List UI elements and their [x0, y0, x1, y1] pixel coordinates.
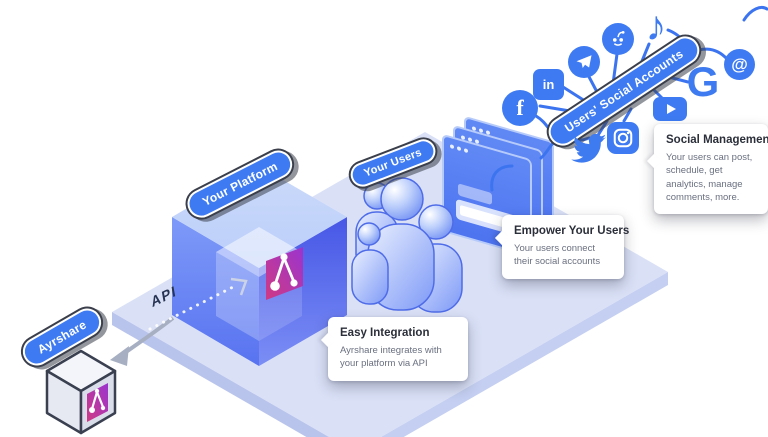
platform-cube	[148, 166, 347, 366]
google-icon: G	[686, 58, 720, 105]
card-body: Your users can post, schedule, get analy…	[666, 152, 753, 203]
card-body: Your users connect their social accounts	[514, 243, 601, 268]
youtube-icon	[653, 97, 687, 121]
reddit-face	[612, 31, 625, 46]
card-social-management: Social Management Your users can post, s…	[646, 124, 768, 215]
card-title: Empower Your Users	[514, 225, 630, 237]
twitter-bird	[571, 134, 607, 163]
facebook-icon: f	[502, 90, 538, 126]
instagram-icon	[607, 122, 639, 154]
threads-icon: @	[724, 49, 755, 80]
card-title: Social Management	[666, 134, 768, 146]
card-body: Ayrshare integrates with your platform v…	[340, 345, 442, 370]
dotted-api-arrow	[148, 277, 248, 331]
linkedin-icon: in	[533, 69, 564, 100]
card-easy-integration: Easy Integration Ayrshare integrates wit…	[320, 317, 468, 381]
card-title: Easy Integration	[340, 327, 430, 339]
twitter-icon	[570, 133, 608, 165]
telegram-icon	[568, 46, 600, 78]
reddit-icon	[602, 23, 634, 55]
person-front-left	[351, 222, 389, 305]
ayrshare-logo-panel	[266, 247, 303, 300]
ayrshare-cube	[45, 349, 117, 435]
paper-plane	[576, 55, 592, 68]
play-icon	[667, 104, 676, 114]
api-arrow	[110, 316, 175, 366]
card-empower-your-users: Empower Your Users Your users connect th…	[494, 215, 630, 279]
users-people	[351, 177, 463, 313]
tiktok-icon: ♪	[645, 2, 667, 49]
ayrshare-logo-small	[87, 383, 108, 422]
camera-glyph	[613, 128, 633, 148]
